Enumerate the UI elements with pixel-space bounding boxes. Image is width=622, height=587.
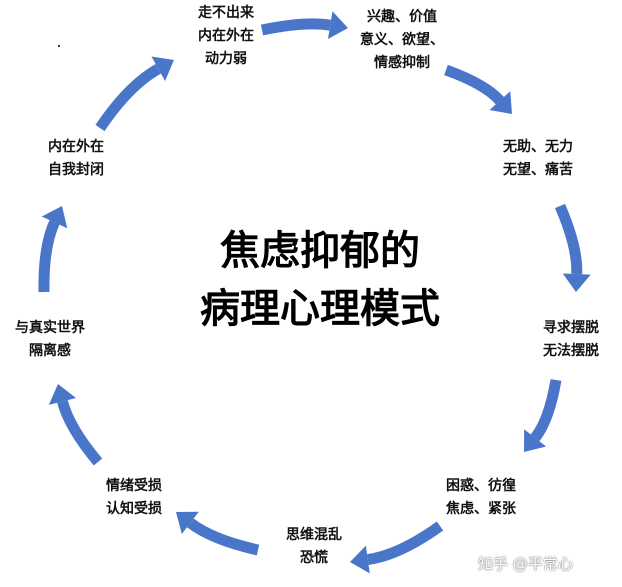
node-top-line-1: 走不出来: [198, 5, 254, 21]
node-bottom-left-line-1: 情绪受损: [106, 478, 162, 494]
node-top: 走不出来 内在外在 动力弱: [182, 2, 270, 71]
node-right-upper-line-2: 无望、痛苦: [503, 162, 573, 178]
cycle-arrow-shaft-6: [186, 518, 260, 556]
cycle-arrow-head-5: [350, 545, 370, 574]
node-right-line-2: 无法摆脱: [543, 343, 599, 359]
cycle-arrow-head-1: [327, 11, 348, 39]
cycle-arrow-head-2: [489, 91, 512, 114]
cycle-arrow-head-3: [562, 273, 591, 292]
node-top-right-line-2: 意义、欲望、: [360, 32, 444, 48]
cycle-arrow-shaft-2: [444, 64, 504, 105]
cycle-arrow-shaft-8: [38, 220, 60, 293]
diagram-title: 焦虑抑郁的 病理心理模式: [170, 222, 470, 338]
node-right-upper-line-1: 无助、无力: [503, 139, 573, 155]
node-bottom-left-line-2: 认知受损: [106, 501, 162, 517]
cycle-arrow-shaft-4: [530, 379, 562, 442]
node-right-upper: 无助、无力 无望、痛苦: [503, 136, 603, 182]
node-top-right-line-3: 情感抑制: [374, 55, 430, 71]
node-bottom-line-1: 思维混乱: [286, 527, 342, 543]
node-bottom-left: 情绪受损 认知受损: [106, 475, 186, 521]
node-bottom-line-2: 恐慌: [300, 550, 328, 566]
cycle-arrow-shaft-3: [554, 203, 583, 275]
node-left: 与真实世界 隔离感: [2, 317, 98, 363]
node-bottom-right-line-1: 困惑、彷徨: [446, 478, 516, 494]
node-right-line-1: 寻求摆脱: [543, 320, 599, 336]
node-top-line-3: 动力弱: [205, 51, 247, 67]
node-bottom: 思维混乱 恐慌: [276, 524, 352, 570]
node-top-right: 兴趣、价值 意义、欲望、 情感抑制: [348, 6, 456, 75]
node-right: 寻求摆脱 无法摆脱: [543, 317, 619, 363]
node-left-upper-line-1: 内在外在: [48, 139, 104, 155]
node-top-right-line-1: 兴趣、价值: [367, 9, 437, 25]
title-line-1: 焦虑抑郁的: [220, 228, 420, 274]
cycle-arrow-shaft-7: [57, 399, 103, 466]
node-top-line-2: 内在外在: [198, 28, 254, 44]
node-left-upper-line-2: 自我封闭: [48, 162, 104, 178]
node-bottom-right: 困惑、彷徨 焦虑、紧张: [446, 475, 546, 521]
node-left-upper: 内在外在 自我封闭: [48, 136, 128, 182]
cycle-arrow-head-4: [524, 429, 547, 452]
cycle-arrow-shaft-1: [260, 18, 332, 36]
cycle-arrow-head-6: [176, 511, 199, 535]
stray-dot: [58, 45, 60, 47]
node-bottom-right-line-2: 焦虑、紧张: [446, 501, 516, 517]
cycle-arrow-head-9: [151, 56, 174, 81]
cycle-arrow-head-8: [41, 206, 68, 229]
node-left-line-2: 隔离感: [29, 343, 71, 359]
title-line-2: 病理心理模式: [200, 286, 440, 332]
cycle-arrow-head-7: [48, 384, 77, 405]
cycle-arrow-shaft-5: [366, 521, 444, 565]
cycle-arrow-shaft-9: [95, 63, 162, 132]
node-left-line-1: 与真实世界: [15, 320, 85, 336]
watermark: 知乎 @平常心: [478, 555, 573, 573]
